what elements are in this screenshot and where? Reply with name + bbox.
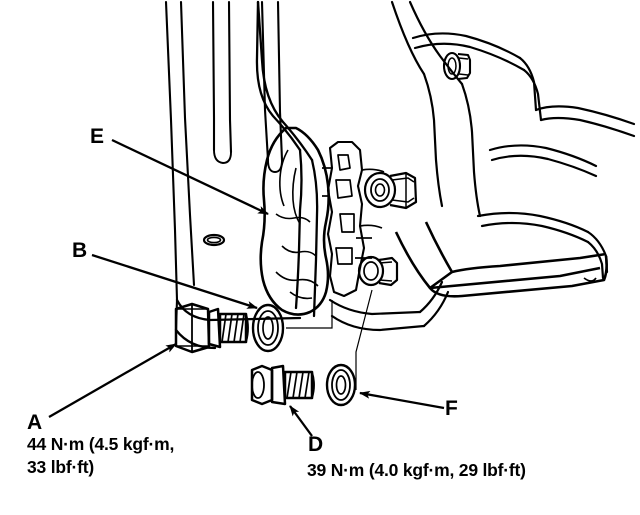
callout-label-b: B: [72, 239, 88, 262]
callout-label-d: D: [308, 433, 324, 456]
callout-label-a: A: [27, 411, 43, 434]
bolt-D-hex-flange: [250, 364, 315, 406]
leader-B: [91, 253, 258, 310]
leader-D: [289, 405, 313, 437]
leader-F: [359, 390, 445, 410]
panel-hole-inner: [206, 236, 222, 244]
bolt-head-bracket-lower: [357, 255, 399, 287]
bracket-assembly-center: [322, 140, 385, 298]
leader-A: [48, 343, 177, 418]
thin-leader-lines: [286, 289, 373, 390]
washer-B: [251, 303, 285, 353]
callout-arrow-lines: [48, 138, 445, 437]
panel-hole: [202, 233, 226, 247]
subframe-crossmember: [394, 221, 608, 298]
leader-E: [111, 138, 269, 216]
transmission-case-right: [390, 0, 636, 280]
washer-F: [325, 363, 357, 407]
lower-panel-contours: [328, 280, 450, 332]
mount-bracket-E: [259, 126, 330, 316]
bolt-head-upper-right: [442, 51, 472, 81]
bolt-head-bracket-upper: [363, 171, 418, 210]
torque-spec-a: 44 N·m (4.5 kgf·m, 33 lbf·ft): [27, 434, 175, 477]
callout-label-e: E: [90, 125, 105, 148]
torque-spec-d: 39 N·m (4.0 kgf·m, 29 lbf·ft): [307, 460, 526, 480]
callout-label-f: F: [445, 397, 458, 420]
